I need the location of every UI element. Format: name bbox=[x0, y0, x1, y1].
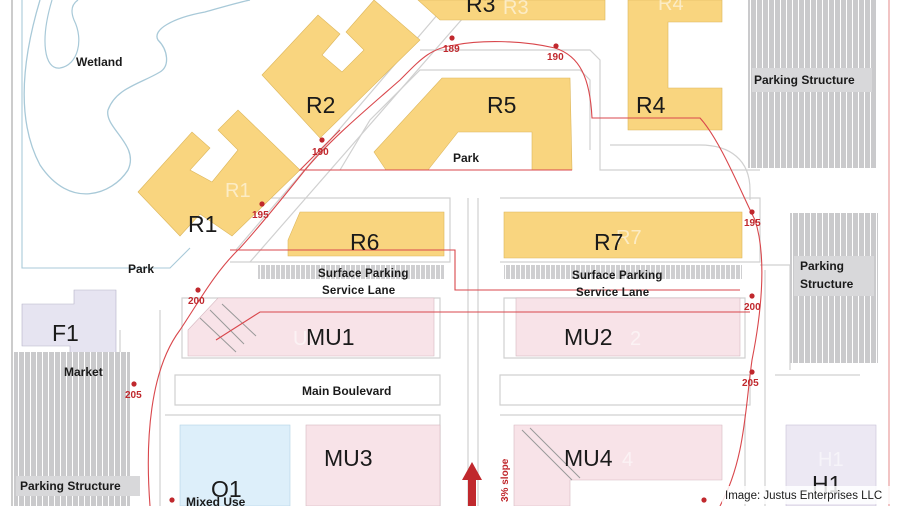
ghost-label-h1: H1 bbox=[818, 449, 844, 471]
road-curbs bbox=[119, 0, 860, 506]
label-mixed-use: Mixed Use bbox=[186, 495, 246, 506]
park-west-boundary bbox=[21, 0, 191, 269]
label-building-f1: F1 bbox=[52, 320, 79, 346]
wetland-boundary bbox=[23, 0, 251, 195]
label-building-mu1: MU1 bbox=[306, 324, 355, 350]
parking-label-bg-ne bbox=[752, 68, 872, 92]
ghost-label-r4: R4 bbox=[658, 0, 684, 15]
label-market: Market bbox=[64, 365, 103, 379]
label-surface-parking-west: Surface Parking bbox=[318, 268, 409, 280]
label-building-mu2: MU2 bbox=[564, 324, 613, 350]
label-building-r7: R7 bbox=[594, 229, 623, 255]
elevation-189: 189 bbox=[443, 44, 460, 55]
label-service-lane-west: Service Lane bbox=[322, 285, 395, 297]
building-r6 bbox=[287, 211, 445, 257]
building-mu3 bbox=[305, 424, 441, 506]
elevation-200-east: 200 bbox=[744, 302, 761, 313]
building-o1 bbox=[179, 424, 291, 506]
label-surface-parking-east: Surface Parking bbox=[572, 270, 663, 282]
elevation-205-west: 205 bbox=[125, 390, 142, 401]
building-r7 bbox=[503, 211, 743, 259]
parking-label-bg-e bbox=[794, 256, 874, 296]
parking-label-bg-sw bbox=[16, 476, 140, 496]
label-building-r2: R2 bbox=[306, 92, 335, 118]
label-building-r1: R1 bbox=[188, 211, 217, 237]
ghost-label-mu2: 2 bbox=[630, 328, 641, 350]
label-building-mu4: MU4 bbox=[564, 445, 613, 471]
label-building-r4: R4 bbox=[636, 92, 666, 118]
label-parking-structure-sw: Parking Structure bbox=[20, 479, 121, 493]
water-bank bbox=[44, 0, 80, 69]
route-line-east bbox=[298, 129, 572, 171]
route-line-mid bbox=[215, 311, 750, 341]
ghost-label-r3: R3 bbox=[503, 0, 529, 19]
ghost-label-mu4: 4 bbox=[622, 449, 633, 471]
label-building-r5: R5 bbox=[487, 92, 516, 118]
slope-arrow bbox=[462, 462, 482, 506]
elevation-200-west: 200 bbox=[188, 296, 205, 307]
building-r3 bbox=[417, 0, 606, 21]
elevation-195-west: 195 bbox=[252, 210, 269, 221]
label-service-lane-east: Service Lane bbox=[576, 287, 649, 299]
image-credit: Image: Justus Enterprises LLC bbox=[725, 490, 882, 502]
label-wetland: Wetland bbox=[76, 55, 122, 69]
label-parking-e-line1: Parking bbox=[800, 259, 844, 273]
building-mu2 bbox=[515, 297, 741, 357]
route-line bbox=[147, 41, 763, 506]
ramp-lines bbox=[199, 303, 581, 481]
credit-background bbox=[722, 486, 898, 504]
ghost-label-mu1: U1 bbox=[293, 328, 319, 350]
label-parking-structure-ne: Parking Structure bbox=[754, 73, 855, 87]
ghost-label-r1: R1 bbox=[225, 180, 251, 202]
building-r2 bbox=[261, 0, 421, 139]
label-park-center: Park bbox=[453, 151, 479, 165]
label-building-r3: R3 bbox=[466, 0, 495, 17]
elevation-markers bbox=[131, 35, 755, 503]
building-r4 bbox=[627, 0, 723, 131]
elevation-190-west: 190 bbox=[312, 147, 329, 158]
label-building-r6: R6 bbox=[350, 229, 379, 255]
surface-parking-west-strip bbox=[258, 265, 444, 279]
route-line-inner bbox=[230, 249, 740, 291]
label-parking-e-line2: Structure bbox=[800, 277, 854, 291]
elevation-190-north: 190 bbox=[547, 52, 564, 63]
elevation-205-east: 205 bbox=[742, 378, 759, 389]
elevation-195-east: 195 bbox=[744, 218, 761, 229]
label-building-mu3: MU3 bbox=[324, 445, 373, 471]
label-park-west: Park bbox=[128, 262, 154, 276]
building-mu4 bbox=[513, 424, 723, 506]
label-building-o1: O1 bbox=[211, 476, 242, 502]
surface-parking-east-strip bbox=[504, 265, 742, 279]
label-main-boulevard: Main Boulevard bbox=[302, 384, 391, 398]
ghost-label-r7: R7 bbox=[616, 227, 642, 249]
label-slope: 3% slope bbox=[500, 458, 511, 502]
